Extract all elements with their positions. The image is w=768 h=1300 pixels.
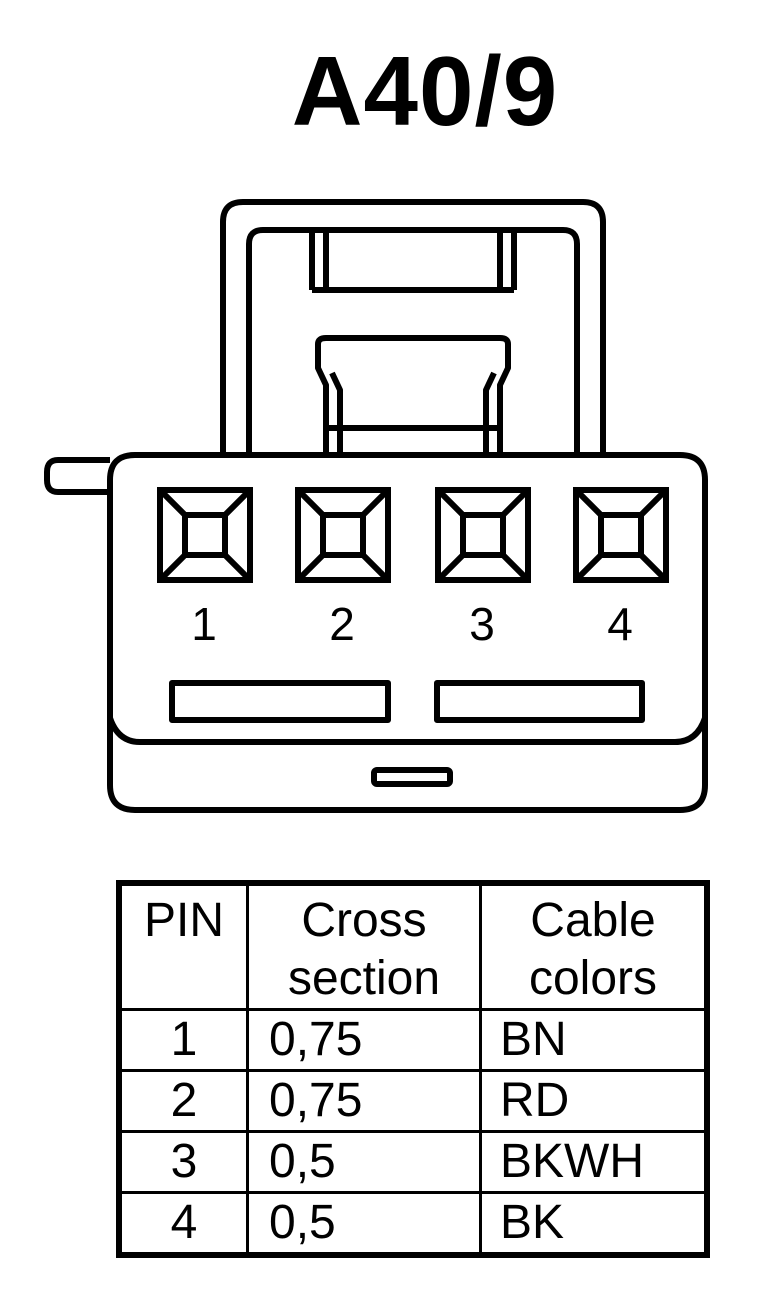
cell-cross-section: 0,75 <box>246 1008 482 1072</box>
latch-posts <box>309 232 517 290</box>
cell-cross-section: 0,75 <box>246 1069 482 1133</box>
housing-ledge <box>107 716 708 745</box>
cell-pin: 1 <box>117 1008 249 1072</box>
lower-window-left <box>169 680 391 723</box>
pin-terminal-1 <box>157 487 253 583</box>
pin-label-1: 1 <box>191 598 217 650</box>
side-tab <box>44 457 110 495</box>
cell-cable-color: BK <box>479 1191 709 1257</box>
cell-cross-section: 0,5 <box>246 1130 482 1194</box>
cell-pin: 4 <box>117 1191 249 1257</box>
pin-label-2: 2 <box>329 598 355 650</box>
table-row: 4 0,5 BK <box>117 1191 709 1257</box>
connector-diagram: 1 2 3 4 <box>44 199 708 813</box>
cell-cross-section: 0,5 <box>246 1191 482 1257</box>
latch-tongue <box>315 335 511 455</box>
cell-cable-color: BKWH <box>479 1130 709 1194</box>
pin-terminal-4 <box>573 487 669 583</box>
pin-assignment-table: PIN Cross section Cable colors 1 0,75 BN… <box>116 880 710 1258</box>
table-row: 1 0,75 BN <box>117 1008 709 1072</box>
header-pin: PIN <box>117 881 249 1011</box>
pin-label-4: 4 <box>607 598 633 650</box>
cell-pin: 2 <box>117 1069 249 1133</box>
header-cross-section: Cross section <box>246 881 482 1011</box>
lower-window-right <box>434 680 645 723</box>
table-row: 2 0,75 RD <box>117 1069 709 1133</box>
cell-cable-color: RD <box>479 1069 709 1133</box>
pin-terminal-2 <box>295 487 391 583</box>
cell-pin: 3 <box>117 1130 249 1194</box>
bottom-slot <box>371 767 453 787</box>
cell-cable-color: BN <box>479 1008 709 1072</box>
housing-body <box>107 452 708 813</box>
latch-inner-frame <box>246 227 580 455</box>
latch-tongue-inner <box>329 371 497 455</box>
header-cable-colors: Cable colors <box>479 881 709 1011</box>
pin-terminal-3 <box>435 487 531 583</box>
table-header-row: PIN Cross section Cable colors <box>117 881 709 1011</box>
pin-label-3: 3 <box>469 598 495 650</box>
connector-title: A40/9 <box>291 36 559 146</box>
latch-outer-frame <box>220 199 606 455</box>
table-row: 3 0,5 BKWH <box>117 1130 709 1194</box>
